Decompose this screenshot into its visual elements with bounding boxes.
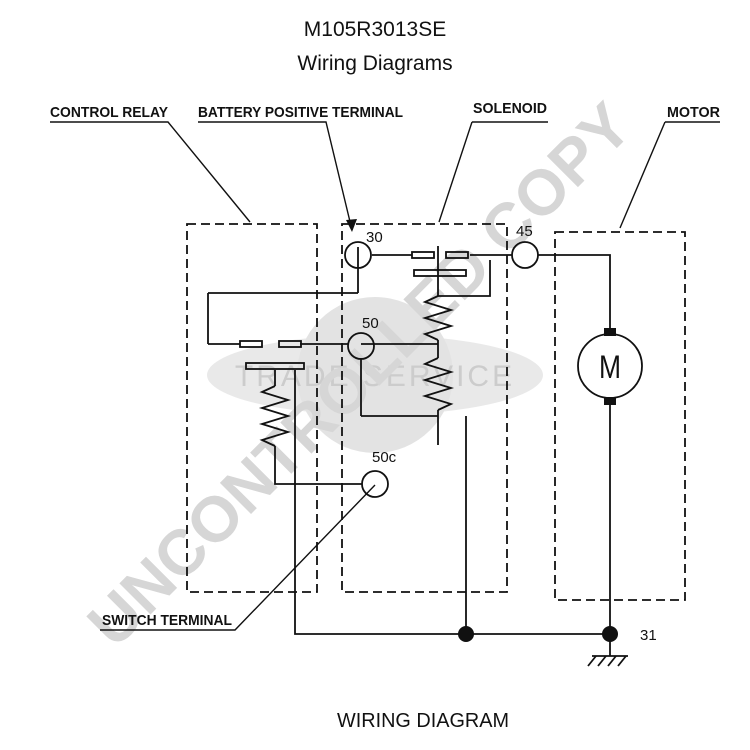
control-relay-leader [50,121,251,223]
terminal-45-label: 45 [516,223,533,240]
motor-brush-top [604,328,616,336]
motor-brush-bottom [604,397,616,405]
control-relay-box [186,223,318,593]
solenoid-hold-in-coil [421,357,455,411]
terminals [344,241,618,642]
ground-hatch-3 [607,655,617,667]
ground-hatch-1 [587,655,597,667]
motor-label: MOTOR [667,104,720,121]
battery-positive-terminal-label: BATTERY POSITIVE TERMINAL [198,104,403,121]
relay-contact-left [239,340,263,348]
switch-terminal-leader [100,484,376,631]
wire-ground-bus [294,370,610,635]
battery-positive-arrowhead [346,219,357,232]
contacts [239,251,469,370]
page-subtitle: Wiring Diagrams [297,52,453,75]
solenoid-plunger-disc [413,269,467,277]
relay-armature [245,362,305,370]
terminal-30 [344,241,372,269]
wiring-diagram-caption: WIRING DIAGRAM [337,710,509,732]
motor-circle [577,333,643,399]
solenoid-box [341,223,508,593]
solenoid-contact-left [411,251,435,259]
wire-45-to-motor [538,254,611,328]
solenoid-leader [438,121,473,223]
terminal-30-label: 30 [366,229,383,246]
relay-contact-right [278,340,302,348]
motor-letter: M [599,349,621,385]
solenoid-label: SOLENOID [473,100,547,117]
ground-hatch-4 [617,655,627,667]
model-title: M105R3013SE [303,18,447,41]
terminal-31-label: 31 [640,627,657,644]
junction-dot-motor-ground [602,626,618,642]
watermark-logo-circle [297,297,453,453]
motor-leader [619,121,666,229]
solenoid-pull-in-coil [421,295,455,341]
switch-terminal-label: SWITCH TERMINAL [102,612,232,629]
watermark-uncontrolled-copy: UNCONTROLLED COPY [74,89,645,660]
watermark: TRADE SERVICE UNCONTROLLED COPY [74,89,645,660]
junction-dot-solenoid-ground [458,626,474,642]
ground-hatch-2 [597,655,607,667]
terminal-50-label: 50 [362,315,379,332]
wire-relay-coil-to-50c [274,446,362,485]
battery-positive-leader [198,121,353,231]
motor-symbol: M [577,328,643,405]
watermark-logo-text: TRADE SERVICE [235,360,515,393]
control-relay-label: CONTROL RELAY [50,104,168,121]
terminal-50c [361,470,389,498]
terminal-50 [347,332,375,360]
solenoid-contact-right [445,251,469,259]
label-leaders [50,121,720,631]
terminal-45 [511,241,539,269]
relay-coil [258,385,292,447]
wire-coil-to-45-side [438,260,491,297]
terminal-50c-label: 50c [372,449,397,466]
motor-box [554,231,686,601]
